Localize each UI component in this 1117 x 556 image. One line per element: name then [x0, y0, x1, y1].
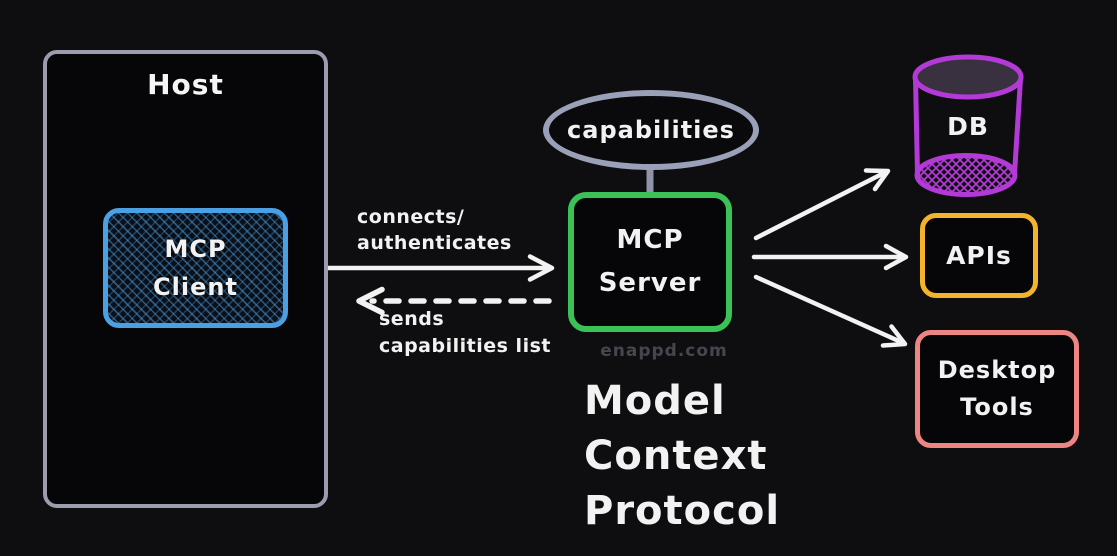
apis-box: APIs [920, 213, 1038, 298]
title-line2: Context [584, 433, 768, 479]
connect-arrow [286, 254, 555, 282]
mcp-server-label-line2: Server [598, 268, 702, 298]
connect-label-line2: authenticates [357, 232, 512, 254]
host-label: Host [147, 68, 224, 101]
server-to-apis-arrow [751, 243, 909, 271]
desktop-tools-label-line1: Desktop [937, 356, 1057, 384]
desktop-tools-label-line2: Tools [960, 393, 1034, 421]
diagram-title: Model Context Protocol [584, 374, 780, 539]
connect-label-line1: connects/ [357, 206, 465, 228]
server-to-desktop-arrow [753, 274, 908, 348]
mcp-client-label-line2: Client [153, 273, 238, 301]
capabilities-label: capabilities [567, 116, 735, 144]
title-line3: Protocol [584, 488, 781, 534]
db-label: DB [947, 112, 989, 141]
mcp-client-box: MCP Client [103, 208, 288, 328]
sends-label-line2: capabilities list [379, 335, 551, 357]
connect-arrow-label: connects/ authenticates [357, 204, 512, 256]
host-box: Host MCP Client [43, 50, 328, 508]
capabilities-ellipse: capabilities [543, 90, 759, 170]
mcp-client-label-line1: MCP [164, 235, 227, 263]
mcp-server-box: MCP Server [568, 192, 732, 332]
server-to-db-arrow [753, 168, 891, 241]
apis-label: APIs [946, 241, 1012, 270]
watermark-text: enappd.com [600, 341, 728, 361]
title-line1: Model [584, 378, 726, 424]
sends-label-line1: sends [379, 308, 445, 330]
desktop-tools-box: Desktop Tools [915, 330, 1079, 448]
mcp-server-label-line1: MCP [616, 225, 684, 255]
sends-arrow-label: sends capabilities list [379, 306, 551, 360]
